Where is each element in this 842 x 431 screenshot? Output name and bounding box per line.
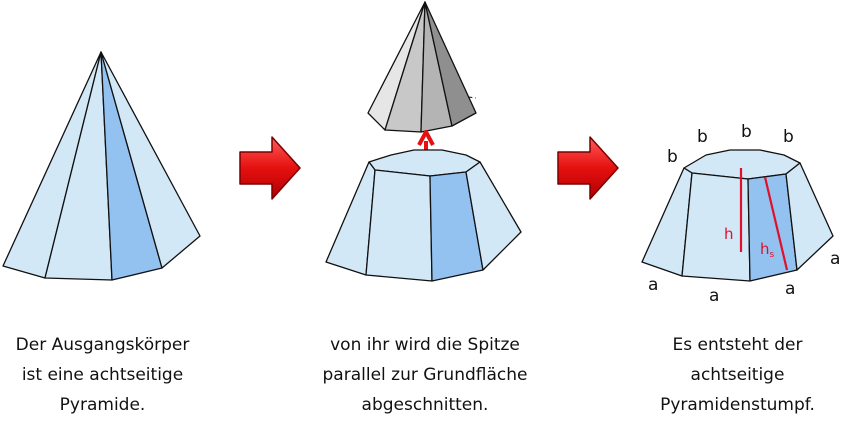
edge-label-b: b [783,127,794,147]
frustum-face [365,169,433,282]
edge-label-b: b [741,122,752,142]
caption-left: Der Ausgangskörper ist eine achtseitige … [0,330,205,420]
edge-label-a: a [709,286,719,306]
caption-line: abgeschnitten. [361,395,489,415]
edge-label-b: b [667,147,678,167]
frustum-middle [325,149,522,282]
caption-line: von ihr wird die Spitze [330,335,520,355]
slant-height-line [763,176,789,271]
caption-line: Pyramidenstumpf. [660,395,815,415]
right-arrow-icon [557,136,619,200]
caption-right: Es entsteht der achtseitige Pyramidenstu… [635,330,840,420]
caption-line: Es entsteht der [672,335,803,355]
caption-line: Der Ausgangskörper [15,335,190,355]
pyramid-tip [367,1,477,133]
frustum-labeled [641,149,834,282]
slant-height-label: hs [760,240,775,260]
pyramid-full [2,51,201,281]
caption-line: parallel zur Grundfläche [322,365,528,385]
tip-face [424,1,477,127]
edge-label-a: a [830,249,840,269]
frustum-face [785,162,834,271]
right-arrow-icon [239,136,301,200]
frustum-face [681,172,751,282]
edge-label-a: a [785,279,795,299]
frustum-face [465,161,522,271]
height-label: h [724,225,734,243]
caption-line: Pyramide. [59,395,146,415]
edge-label-b: b [697,127,708,147]
pyramid-face [100,51,201,269]
edge-label-a: a [648,275,658,295]
caption-middle: von ihr wird die Spitze parallel zur Gru… [305,330,545,420]
caption-line: achtseitige [690,365,785,385]
caption-line: ist eine achtseitige [21,365,184,385]
